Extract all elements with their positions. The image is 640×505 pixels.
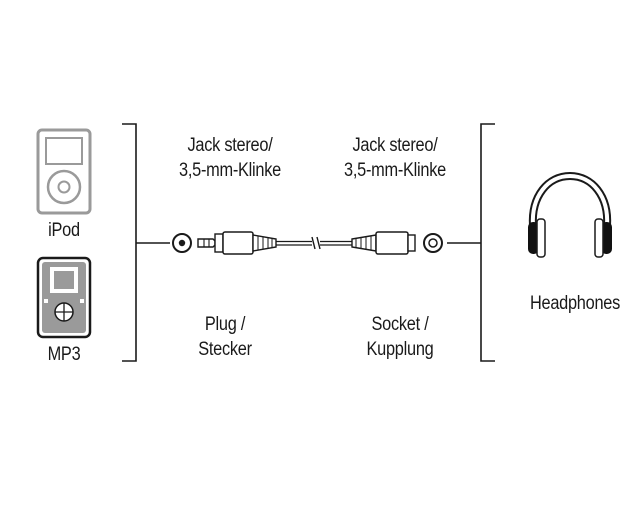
socket-title-line1: Jack stereo/ xyxy=(352,135,438,156)
headphones-icon xyxy=(528,171,612,258)
left-bracket xyxy=(122,123,170,362)
plug-connector-icon xyxy=(172,231,277,255)
mp3-label: MP3 xyxy=(47,344,81,365)
plug-caption: Plug / Stecker xyxy=(178,312,273,362)
headphones-label: Headphones xyxy=(529,293,621,314)
plug-caption-line2: Stecker xyxy=(198,339,252,360)
mp3-player-icon xyxy=(36,256,92,339)
socket-caption-line1: Socket / xyxy=(371,314,429,335)
plug-title: Jack stereo/ 3,5-mm-Klinke xyxy=(166,133,295,183)
socket-caption-line2: Kupplung xyxy=(366,339,434,360)
socket-caption: Socket / Kupplung xyxy=(348,312,451,362)
ipod-icon xyxy=(36,128,92,215)
plug-caption-line1: Plug / xyxy=(204,314,246,335)
socket-connector-icon xyxy=(351,231,443,255)
cable xyxy=(276,236,352,250)
socket-title: Jack stereo/ 3,5-mm-Klinke xyxy=(331,133,460,183)
ipod-label: iPod xyxy=(48,220,80,241)
plug-title-line2: 3,5-mm-Klinke xyxy=(179,160,281,181)
plug-title-line1: Jack stereo/ xyxy=(187,135,273,156)
right-bracket xyxy=(447,123,495,362)
socket-title-line2: 3,5-mm-Klinke xyxy=(344,160,446,181)
